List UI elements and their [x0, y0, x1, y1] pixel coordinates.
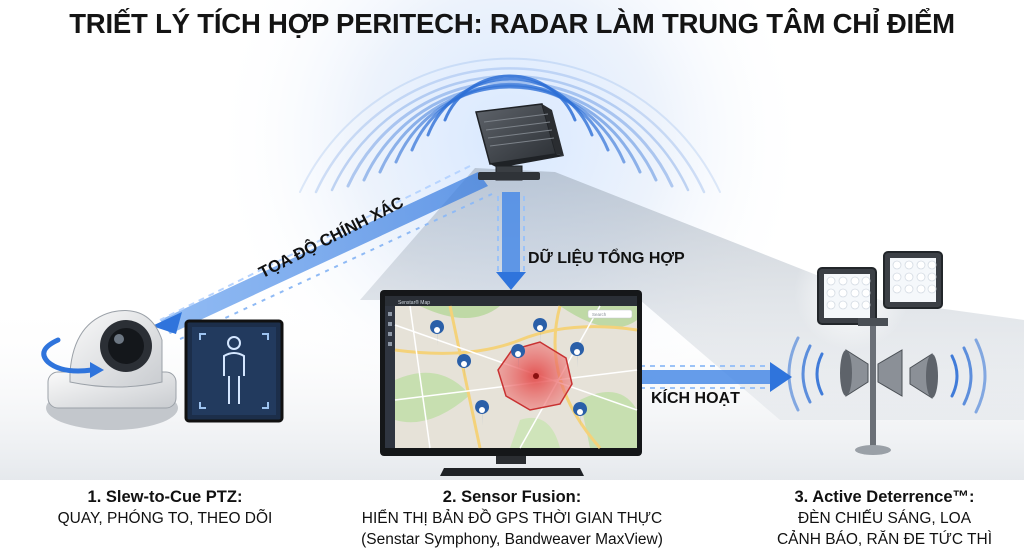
app-sidebar	[385, 306, 395, 448]
caption-deterrence-line2: CẢNH BÁO, RĂN ĐE TỨC THÌ	[776, 531, 993, 548]
activate-beam	[640, 362, 792, 392]
caption-fusion: 2. Sensor Fusion: HIỂN THỊ BẢN ĐỒ GPS TH…	[302, 486, 722, 550]
caption-fusion-title: 2. Sensor Fusion:	[442, 488, 582, 506]
map-terrain	[395, 306, 637, 448]
caption-ptz-title: 1. Slew-to-Cue PTZ:	[87, 488, 243, 506]
rotate-arrow-icon	[41, 337, 95, 374]
caption-deterrence-title: 3. Active Deterrence™:	[794, 488, 975, 506]
map-search-placeholder: Search	[592, 312, 607, 317]
app-titlebar	[385, 296, 637, 306]
activate-arrowhead	[770, 362, 792, 392]
aggregated-data-label: DỮ LIỆU TỔNG HỢP	[528, 250, 685, 267]
ptz-camera	[41, 310, 178, 430]
monitor-neck	[496, 456, 526, 464]
diagram-title: TRIẾT LÝ TÍCH HỢP PERITECH: RADAR LÀM TR…	[69, 8, 955, 39]
sensor-pin-icon	[430, 320, 445, 346]
app-title: Senstar® Map	[398, 299, 430, 306]
floodlight-right	[883, 251, 943, 309]
fusion-monitor: Senstar® Map Search	[380, 290, 642, 476]
speaker-left	[840, 349, 869, 397]
deterrence-tower	[787, 234, 987, 455]
map-search-box[interactable]	[587, 309, 633, 319]
caption-deterrence-line1: ĐÈN CHIẾU SÁNG, LOA	[797, 510, 972, 527]
sensor-pin-icon	[570, 342, 585, 368]
sensor-pins	[430, 318, 588, 428]
caption-ptz-line1: QUAY, PHÓNG TO, THEO DÕI	[57, 510, 273, 527]
floodlight-left	[817, 267, 877, 325]
person-icon	[223, 336, 245, 404]
radar-unit	[475, 103, 564, 181]
coordinates-arrowhead	[152, 312, 182, 334]
speaker-right	[877, 349, 938, 399]
radar-waves	[299, 57, 721, 194]
monitor-stand	[440, 468, 584, 476]
activate-label: KÍCH HOẠT	[651, 390, 740, 407]
radar-coverage-cone	[360, 168, 1024, 420]
coordinates-beam	[152, 165, 493, 341]
sensor-pin-icon	[573, 402, 588, 428]
data-beam	[496, 192, 526, 290]
caption-fusion-line2: (Senstar Symphony, Bandweaver MaxView)	[361, 531, 663, 548]
tracking-display	[184, 319, 284, 423]
sensor-pin-icon	[475, 400, 490, 426]
caption-fusion-line1: HIỂN THỊ BẢN ĐỒ GPS THỜI GIAN THỰC	[361, 510, 663, 527]
sensor-pin-icon	[457, 354, 472, 380]
sensor-pin-icon	[511, 344, 526, 370]
caption-deterrence: 3. Active Deterrence™: ĐÈN CHIẾU SÁNG, L…	[745, 486, 1024, 550]
sidebar-icons[interactable]	[388, 312, 392, 346]
data-arrowhead	[496, 272, 526, 290]
caption-ptz: 1. Slew-to-Cue PTZ: QUAY, PHÓNG TO, THEO…	[0, 486, 330, 529]
sensor-pin-icon	[533, 318, 548, 344]
sound-waves-icon	[787, 336, 987, 414]
